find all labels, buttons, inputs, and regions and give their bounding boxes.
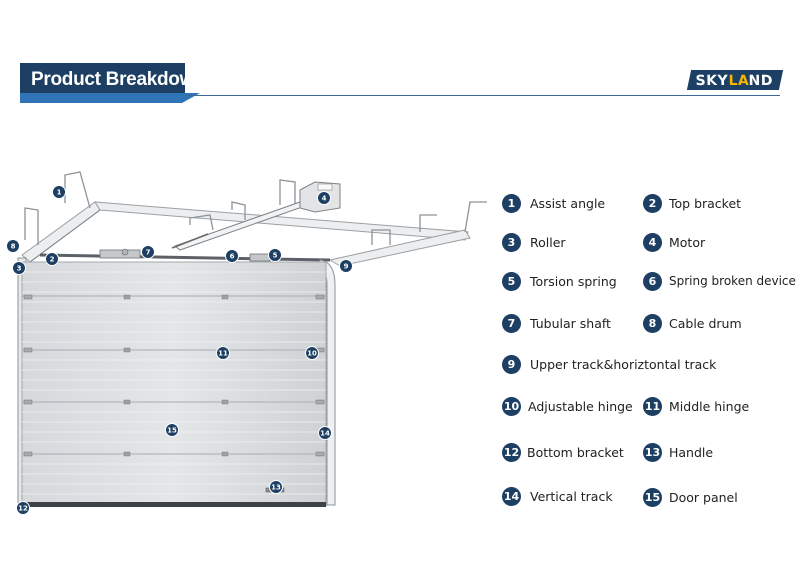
svg-text:4: 4 <box>322 195 327 203</box>
legend-label: Roller <box>530 234 566 250</box>
legend-number-badge: 8 <box>643 313 662 333</box>
page-title: Product Breakdown <box>31 69 206 90</box>
legend-item-adjustable-hinge: 10 Adjustable hinge <box>502 396 633 416</box>
svg-text:14: 14 <box>320 430 330 438</box>
brand-logo: SKYLAND <box>686 70 784 90</box>
legend-item-handle: 13 Handle <box>643 442 713 462</box>
legend-label: Bottom bracket <box>527 444 624 460</box>
callout-10: 10 <box>305 346 319 360</box>
brand-logo-text-end: ND <box>747 73 776 89</box>
header-divider <box>185 95 780 96</box>
legend-label: Middle hinge <box>669 398 750 414</box>
legend-item-spring-broken-device: 6 Spring broken device <box>643 271 796 291</box>
svg-text:6: 6 <box>230 253 235 261</box>
legend-label: Adjustable hinge <box>528 398 633 414</box>
legend-label: Door panel <box>669 489 738 505</box>
horizontal-track-left <box>21 201 101 263</box>
svg-text:9: 9 <box>344 263 349 271</box>
legend-item-cable-drum: 8 Cable drum <box>643 313 742 333</box>
callout-7: 7 <box>141 245 155 259</box>
legend-number-badge: 6 <box>643 271 662 291</box>
svg-text:7: 7 <box>146 249 151 257</box>
callout-1: 1 <box>52 185 66 199</box>
legend-number-badge: 7 <box>502 313 521 333</box>
legend-label: Assist angle <box>530 195 606 211</box>
callout-9: 9 <box>339 259 353 273</box>
legend-number-badge: 10 <box>502 396 521 416</box>
legend-label: Handle <box>669 444 714 460</box>
svg-text:12: 12 <box>18 505 28 513</box>
svg-text:13: 13 <box>271 484 281 492</box>
garage-door-diagram: 1 2 3 4 5 6 7 8 9 10 11 12 13 14 15 <box>6 171 487 515</box>
legend-item-assist-angle: 1 Assist angle <box>502 193 605 213</box>
callout-3: 3 <box>12 261 26 275</box>
legend-item-bottom-bracket: 12 Bottom bracket <box>502 442 624 462</box>
callout-15: 15 <box>165 423 179 437</box>
legend-item-door-panel: 15 Door panel <box>643 487 738 507</box>
svg-text:5: 5 <box>273 252 278 260</box>
callout-4: 4 <box>317 191 331 205</box>
callout-12: 12 <box>16 501 30 515</box>
legend-number-badge: 14 <box>502 486 521 506</box>
legend-number-badge: 12 <box>502 442 521 462</box>
legend-item-torsion-spring: 5 Torsion spring <box>502 271 617 291</box>
torsion-shaft <box>39 248 331 262</box>
callout-2: 2 <box>45 252 59 266</box>
callout-8: 8 <box>6 239 20 253</box>
svg-text:8: 8 <box>11 243 16 251</box>
callout-5: 5 <box>268 248 282 262</box>
legend-label: Vertical track <box>530 488 613 504</box>
legend-label: Top bracket <box>669 195 742 211</box>
header-accent-stripe <box>20 93 200 103</box>
callout-6: 6 <box>225 249 239 263</box>
legend-number-badge: 9 <box>502 354 521 374</box>
svg-text:3: 3 <box>17 265 22 273</box>
svg-text:1: 1 <box>57 189 62 197</box>
legend-label: Cable drum <box>669 315 742 331</box>
svg-text:2: 2 <box>50 256 55 264</box>
svg-text:11: 11 <box>218 350 228 358</box>
legend-number-badge: 2 <box>643 193 662 213</box>
door-panel <box>21 261 327 507</box>
legend-item-upper-track: 9 Upper track&horiztontal track <box>502 354 716 374</box>
legend-number-badge: 13 <box>643 442 662 462</box>
svg-text:10: 10 <box>307 350 317 358</box>
legend-number-badge: 15 <box>643 487 662 507</box>
legend-item-top-bracket: 2 Top bracket <box>643 193 741 213</box>
legend-item-roller: 3 Roller <box>502 232 566 252</box>
callout-14: 14 <box>318 426 332 440</box>
legend-number-badge: 1 <box>502 193 521 213</box>
legend-number-badge: 5 <box>502 271 521 291</box>
legend-number-badge: 4 <box>643 232 662 252</box>
horizontal-track-right <box>328 229 471 267</box>
legend-label: Tubular shaft <box>530 315 611 331</box>
operator-rail <box>171 201 307 251</box>
legend-label: Torsion spring <box>530 273 617 289</box>
svg-text:15: 15 <box>167 427 177 435</box>
legend-number-badge: 3 <box>502 232 521 252</box>
legend-number-badge: 11 <box>643 396 662 416</box>
legend-item-tubular-shaft: 7 Tubular shaft <box>502 313 611 333</box>
legend-item-vertical-track: 14 Vertical track <box>502 486 613 506</box>
legend-item-middle-hinge: 11 Middle hinge <box>643 396 749 416</box>
rear-cross-track <box>94 201 469 241</box>
legend-label: Spring broken device <box>669 274 796 288</box>
header-banner <box>20 63 185 96</box>
brand-logo-text-start: SKY <box>694 73 731 89</box>
legend-label: Motor <box>669 234 706 250</box>
legend-item-motor: 4 Motor <box>643 232 705 252</box>
callout-13: 13 <box>269 480 283 494</box>
legend-label: Upper track&horiztontal track <box>530 356 717 372</box>
callout-11: 11 <box>216 346 230 360</box>
